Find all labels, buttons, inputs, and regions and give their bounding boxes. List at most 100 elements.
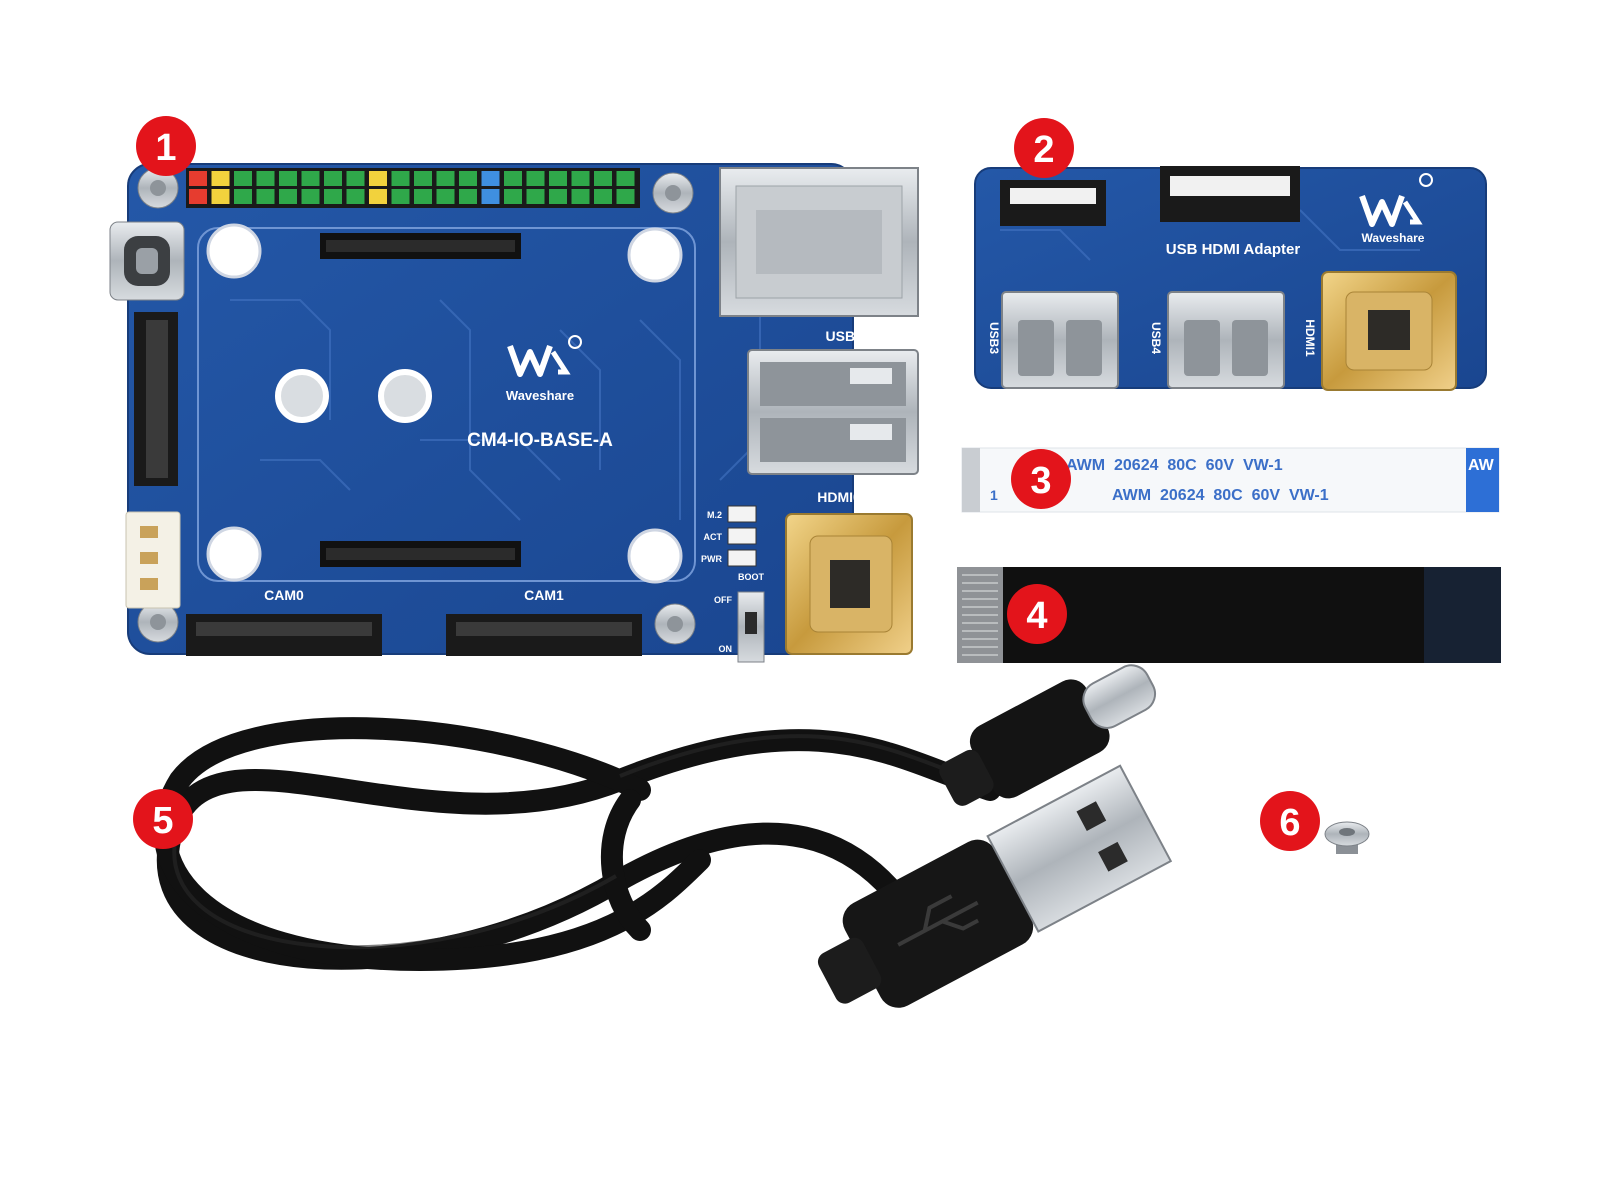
boot-switch [737,591,765,663]
waveshare-logo-icon [1359,173,1433,227]
boot-label: BOOT [738,572,765,582]
cam1-label: CAM1 [524,587,564,603]
gpio-pin [324,189,342,204]
gpio-pin [324,171,342,186]
usb3-port [1001,291,1119,389]
hdmi0-port [785,513,913,655]
badge-3: 3 [1011,449,1071,509]
ffc-print-line-1: AWM 20624 80C 60V VW-1 [1066,457,1283,474]
badge-3-number: 3 [1030,460,1051,502]
cm4-io-base-board: Waveshare CM4-IO-BASE-A CAM0 CAM1 USB 1/… [109,163,919,663]
brand-label: Waveshare [506,388,574,403]
gpio-pin [526,171,545,186]
badge-4-number: 4 [1026,595,1047,637]
mount-screw [652,172,694,214]
cam1-connector [446,614,642,656]
gpio-pin [211,171,230,186]
gpio-pin [481,189,500,204]
gpio-pin [189,171,207,186]
badge-1: 1 [136,116,196,176]
led-act-label: ACT [704,532,723,542]
gpio-pin [481,171,500,186]
badge-2: 2 [1014,118,1074,178]
usb12-port [747,349,919,475]
gpio-pin [414,189,432,204]
badge-4: 4 [1007,584,1067,644]
fan-connector [125,511,181,609]
gpio-pin [414,171,432,186]
waveshare-logo-icon [507,335,582,377]
gpio-pin [369,189,387,204]
usb-a-to-c-cable [153,664,1173,1008]
gpio-pin [436,189,455,204]
gpio-pin [549,189,567,204]
badge-1-number: 1 [155,127,176,169]
mount-screw [654,603,696,645]
ffc-edge-right: AW [1468,457,1495,474]
gpio-pin [346,189,365,204]
cam0-connector [186,614,382,656]
gpio-pin [594,171,612,186]
adapter-brand-label: Waveshare [1362,231,1425,245]
badge-5: 5 [133,789,193,849]
adapter-title-label: USB HDMI Adapter [1166,241,1301,258]
standoff-pad [627,227,683,283]
cm4-connector-top [320,233,521,259]
gpio-pin [301,189,320,204]
adapter-fpc-small [1000,180,1106,226]
standoff-pad [275,369,329,423]
gpio-pin [549,171,567,186]
gpio-pin [279,189,297,204]
board-model-label: CM4-IO-BASE-A [467,430,613,451]
gpio-pin [279,171,297,186]
gpio-pin [526,189,545,204]
ffc-print-line-2: AWM 20624 80C 60V VW-1 [1112,487,1329,504]
usb-trident-icon [897,894,980,947]
usb4-label: USB4 [1149,322,1163,354]
usb12-label: USB 1/2 [826,328,879,344]
hdmi1-port [1321,271,1457,391]
usb-c-power-port [109,221,185,301]
gpio-pin [594,189,612,204]
hdmi0-label: HDMI0 [817,489,861,505]
badge-2-number: 2 [1033,129,1054,171]
standoff-pad [206,526,262,582]
usb4-port [1167,291,1285,389]
led-act [727,527,757,545]
usb-hdmi-adapter-board: Waveshare USB HDMI Adapter USB3 USB4 HDM… [974,166,1487,391]
on-label: ON [719,644,733,654]
standoff-pad [206,223,262,279]
gpio-pin [391,189,410,204]
gpio-pin [234,189,252,204]
off-label: OFF [714,595,732,605]
hdmi1-label: HDMI1 [1303,319,1317,357]
gpio-pin [211,189,230,204]
gpio-pin [391,171,410,186]
usb-c-plug [939,664,1157,806]
led-pwr [727,549,757,567]
ethernet-port [719,167,919,317]
led-m2-label: M.2 [707,510,722,520]
led-m2 [727,505,757,523]
standoff-pad [378,369,432,423]
gpio-pin [256,189,275,204]
gpio-pin [301,171,320,186]
badge-6-number: 6 [1279,802,1300,844]
gpio-pin [571,171,590,186]
cam0-label: CAM0 [264,587,304,603]
gpio-pin [616,189,635,204]
usb3-label: USB3 [987,322,1001,354]
gpio-pin [504,189,522,204]
gpio-pin [234,171,252,186]
gpio-pin [369,171,387,186]
ffc-edge-left: 1 [990,487,998,503]
gpio-pin [504,171,522,186]
gpio-pin [616,171,635,186]
gpio-pin [459,171,477,186]
gpio-pin [346,171,365,186]
led-pwr-label: PWR [701,554,722,564]
gpio-pin [459,189,477,204]
gpio-pin [189,189,207,204]
screw [1324,821,1370,854]
